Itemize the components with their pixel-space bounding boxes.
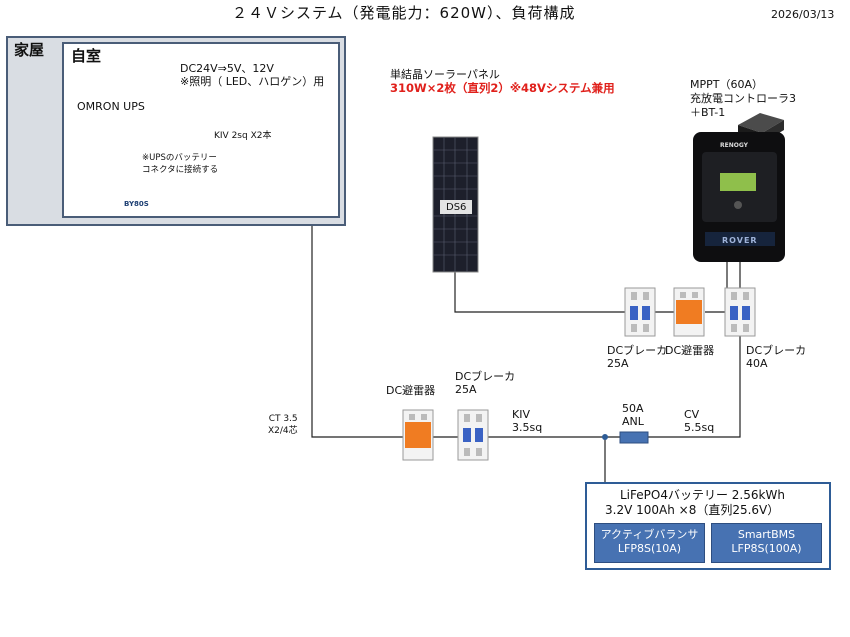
anl-label: 50A ANL	[622, 402, 644, 428]
load-cable: KIV 2sq X2本	[214, 131, 272, 141]
room-frame	[62, 42, 340, 218]
ups-label: OMRON UPS	[77, 100, 145, 113]
cv-cable-label: CV 5.5sq	[684, 408, 715, 434]
load-line2: ※照明（ LED、ハロゲン）用	[180, 75, 325, 88]
surge-mppt-wire	[705, 262, 728, 313]
balancer-box: アクティブバランサ LFP8S(10A)	[594, 523, 705, 563]
load-line1: DC24V⇒5V、12V	[180, 62, 274, 75]
mppt-brand: RENOGY	[720, 142, 748, 149]
mppt-line1: MPPT（60A）	[690, 78, 763, 91]
bms-box: SmartBMS LFP8S(100A)	[711, 523, 822, 563]
junction-dot-battery	[602, 434, 608, 440]
mppt-line3: ＋BT-1	[690, 106, 726, 119]
solar-spec: 310W×2枚（直列2）※48Vシステム兼用	[390, 81, 615, 95]
page-title: ２４Ｖシステム（発電能力：620W）、負荷構成	[232, 4, 576, 22]
breaker-25a-bottom	[457, 409, 489, 461]
mppt-controller	[693, 132, 785, 262]
surge-arrester-top	[673, 287, 705, 337]
kiv-cable-label: KIV 3.5sq	[512, 408, 543, 434]
panel-wire	[454, 272, 630, 313]
battery-line2: 3.2V 100Ah ×8（直列25.6V）	[605, 503, 780, 517]
surge-top-label: DC避雷器	[665, 344, 715, 357]
surge-arrester-bottom	[402, 409, 434, 461]
page-date: 2026/03/13	[771, 8, 835, 21]
mppt-lcd	[720, 173, 756, 191]
breaker-25a-top	[624, 287, 656, 337]
ct-cable-label: CT 3.5 X2/4芯	[268, 414, 298, 436]
solar-connector: DS6	[446, 202, 467, 213]
mppt-line2: 充放電コントローラ3	[690, 92, 796, 105]
room-label: 自室	[71, 47, 102, 65]
breaker-40a-label: DCブレーカ 40A	[746, 344, 807, 370]
solar-panel	[432, 136, 479, 273]
battery-line1: LiFePO4バッテリー 2.56kWh	[620, 488, 785, 502]
solar-name: 単結晶ソーラーパネル	[390, 68, 500, 81]
house-label: 家屋	[14, 41, 45, 59]
ups-model: BY80S	[124, 200, 149, 208]
mppt-product: ROVER	[722, 236, 758, 245]
breaker-25a-top-label: DCブレーカ 25A	[607, 344, 668, 370]
ups-note: ※UPSのバッテリー コネクタに接続する	[142, 153, 219, 175]
breaker-25a-bottom-label: DCブレーカ 25A	[455, 370, 516, 396]
breaker-40a	[724, 287, 756, 337]
anl-fuse	[619, 431, 649, 444]
surge-bottom-label: DC避雷器	[386, 384, 436, 397]
